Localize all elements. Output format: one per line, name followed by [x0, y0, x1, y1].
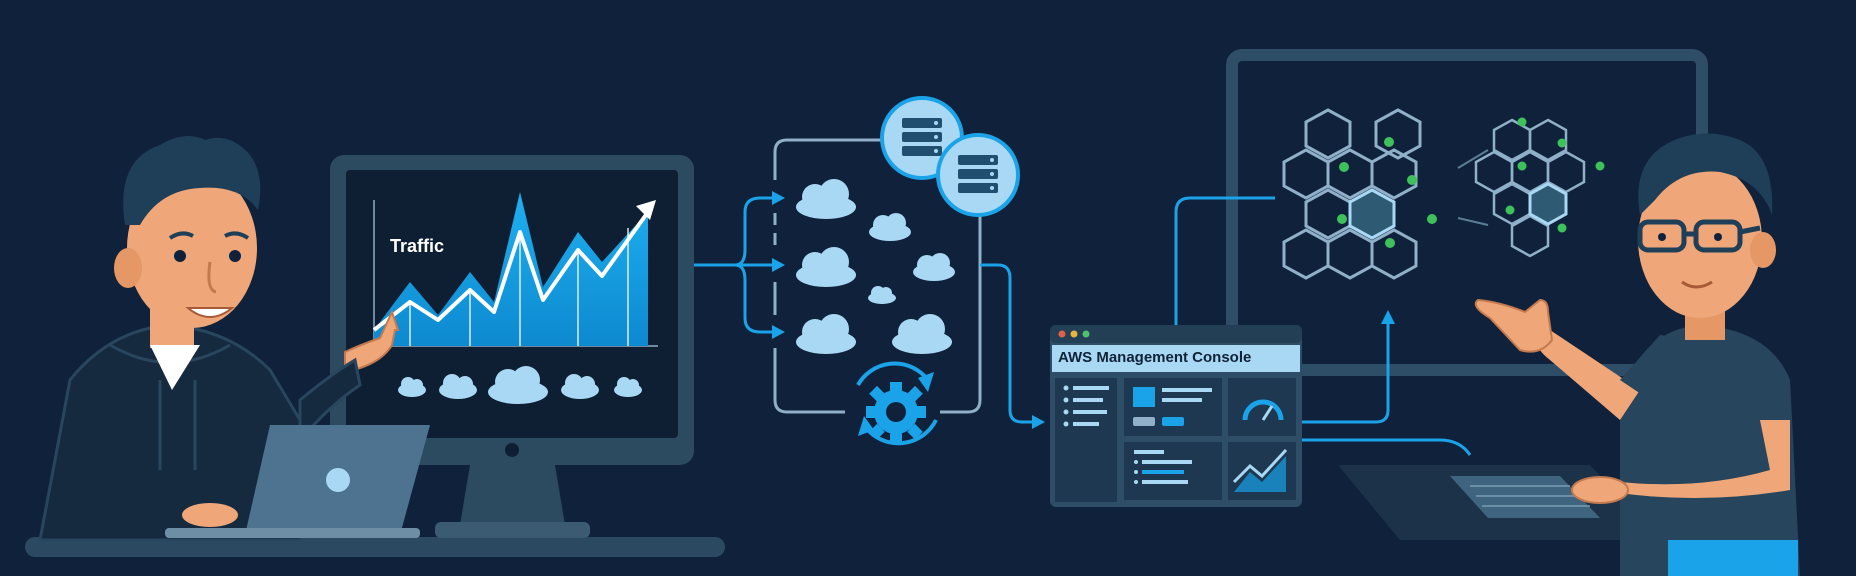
gauge-icon — [1228, 378, 1296, 436]
gear-icon — [856, 361, 938, 446]
flow-lines-right — [1174, 196, 1472, 456]
aws-console-window[interactable] — [1050, 325, 1302, 507]
console-title: AWS Management Console — [1058, 349, 1252, 366]
right-person-face — [1638, 162, 1762, 318]
flow-arrow-to-console — [980, 263, 1035, 424]
cloud-pool-frame — [773, 138, 982, 414]
cloud-icon — [561, 374, 599, 399]
wall-display — [1226, 49, 1708, 376]
cloud-icon — [614, 377, 642, 397]
cloud-icon — [488, 366, 548, 404]
left-desk — [25, 537, 725, 557]
monitor-cloud-row — [398, 366, 642, 404]
cloud-icon — [868, 286, 896, 304]
cloud-icon — [869, 213, 911, 241]
cloud-icon — [796, 314, 856, 354]
hexagon-node-icon — [1282, 108, 1422, 280]
traffic-area-chart — [372, 192, 658, 348]
laptop-icon — [165, 425, 430, 538]
cloud-icon — [398, 377, 426, 397]
hexagon-node-icon — [1474, 118, 1586, 258]
cloud-icon — [892, 314, 952, 354]
hex-nodes-right — [1505, 117, 1605, 233]
hex-nodes-left — [1337, 137, 1437, 248]
right-person — [1474, 133, 1800, 576]
keyboard-icon — [1450, 476, 1600, 518]
traffic-area — [374, 192, 648, 346]
cloud-icon — [796, 247, 856, 287]
chart-traffic-label: Traffic — [390, 236, 445, 256]
traffic-line — [372, 210, 650, 332]
trend-arrowhead — [636, 200, 656, 220]
cloud-instances — [796, 179, 955, 354]
left-person — [38, 136, 400, 542]
left-person-face — [127, 168, 257, 328]
glasses-icon — [1637, 219, 1761, 253]
flow-branch-arrows — [694, 196, 775, 334]
cloud-icon — [913, 253, 955, 281]
console-title-bar — [1052, 345, 1300, 372]
server-icon — [936, 133, 1020, 217]
cloud-icon — [439, 374, 477, 399]
cloud-icon — [796, 179, 856, 219]
